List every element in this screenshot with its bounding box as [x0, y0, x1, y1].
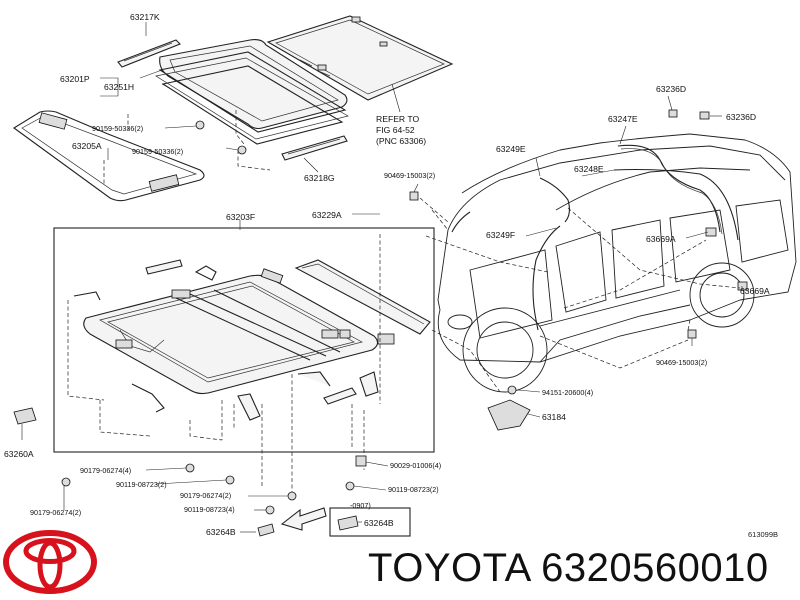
label-90119-b: 90119-08723(2): [388, 485, 439, 494]
label-90159-a: 90159-50336(2): [92, 124, 143, 133]
screw-90119-b: [265, 505, 275, 515]
clip-90469-b: [687, 329, 697, 339]
label-63669A-a: 63669A: [646, 234, 676, 244]
label-63260A: 63260A: [4, 449, 34, 459]
label-90469-b: 90469-15003(2): [656, 358, 707, 367]
bracket-a: [194, 265, 217, 281]
screw-90159-a: [195, 120, 205, 130]
clip-63236D-b: [699, 111, 710, 120]
label-90159-b: 90159-50336(2): [132, 147, 183, 156]
screw-90179-a: [185, 463, 195, 473]
weatherstrip-63251H: [161, 65, 344, 145]
label-63247E: 63247E: [608, 114, 638, 124]
strip-63217K: [117, 39, 181, 68]
label-63205A: 63205A: [72, 141, 102, 151]
seal-strip: [145, 259, 183, 275]
bracket-63264B-a: [257, 523, 275, 537]
strip-63218G: [281, 135, 348, 161]
label-refer-1: REFER TO: [376, 114, 419, 124]
label-63248E: 63248E: [574, 164, 604, 174]
label-63264B-a: 63264B: [206, 527, 236, 537]
screw-90159-b: [237, 145, 247, 155]
label-63236D-a: 63236D: [656, 84, 686, 94]
label-63217K: 63217K: [130, 12, 160, 22]
label-63218G: 63218G: [304, 173, 335, 183]
label-63249E: 63249E: [496, 144, 526, 154]
motor-63260A: [13, 407, 37, 425]
grommet-63669A-b: [737, 281, 748, 291]
vehicle-body-outline: [437, 133, 797, 393]
label-63236D-b: 63236D: [726, 112, 756, 122]
label-63264B-b: 63264B: [364, 518, 394, 528]
bracket-63264B-b: [337, 515, 359, 531]
label-0907: -0907): [350, 501, 371, 510]
label-refer-2: FIG 64-52: [376, 125, 415, 135]
part-labels: 63217K 63201P 63251H 90159-50336(2) 6320…: [4, 12, 770, 537]
screw-90179-c: [61, 477, 71, 487]
leader-lines: [21, 22, 743, 533]
label-63201P: 63201P: [60, 74, 90, 84]
label-63184: 63184: [542, 412, 566, 422]
label-90119-c: 90119-08723(4): [184, 505, 235, 514]
label-refer-3: (PNC 63306): [376, 136, 426, 146]
drain-hose-63248E: [613, 168, 739, 241]
diagram-code: 613099B: [748, 530, 779, 539]
screw-90179-b: [287, 491, 297, 501]
drain-hose-63249E: [451, 177, 571, 233]
sunshade-panel: [266, 15, 454, 101]
housing-63203F: [83, 268, 379, 395]
screw-90119-a: [225, 475, 235, 485]
guide-c: [323, 387, 357, 405]
label-90179-b: 90179-06274(2): [180, 491, 231, 500]
frame-63205A: [13, 110, 205, 202]
label-63203F: 63203F: [226, 212, 255, 222]
clip-90469-a: [409, 191, 419, 201]
sunroof-control-63184: [487, 385, 531, 431]
label-63249F: 63249F: [486, 230, 515, 240]
guide-d: [359, 371, 379, 397]
drain-hose-63247E: [617, 144, 723, 235]
label-90179-a: 90179-06274(4): [80, 466, 131, 475]
wind-deflector: [294, 259, 431, 345]
glass-panel-63201P: [155, 39, 349, 140]
grommet-63669A-a: [705, 227, 717, 237]
label-94151: 94151-20600(4): [542, 388, 593, 397]
bracket-b: [339, 329, 351, 339]
label-63669A-b: 63669A: [740, 286, 770, 296]
cable-a: [131, 383, 165, 413]
brand-part-number: TOYOTA 6320560010: [368, 546, 769, 590]
label-90179-c: 90179-06274(2): [30, 508, 81, 517]
label-90119-a: 90119-08723(2): [116, 480, 167, 489]
drain-hose-63249F: [532, 225, 561, 331]
clip-63236D-a: [668, 109, 678, 118]
reference-arrow: [280, 507, 327, 531]
guide-b: [297, 371, 331, 387]
label-90469-a: 90469-15003(2): [384, 171, 435, 180]
drain-connector-front: [73, 291, 101, 301]
label-90029: 90029-01006(4): [390, 461, 441, 470]
inset-63264B: [329, 507, 411, 537]
guide-a: [237, 393, 261, 421]
toyota-logo-icon: [3, 530, 97, 594]
bolt-90029: [355, 455, 367, 467]
screw-90119-c: [345, 481, 355, 491]
label-63251H: 63251H: [104, 82, 134, 92]
label-63229A: 63229A: [312, 210, 342, 220]
housing-assembly-box: [53, 227, 435, 453]
